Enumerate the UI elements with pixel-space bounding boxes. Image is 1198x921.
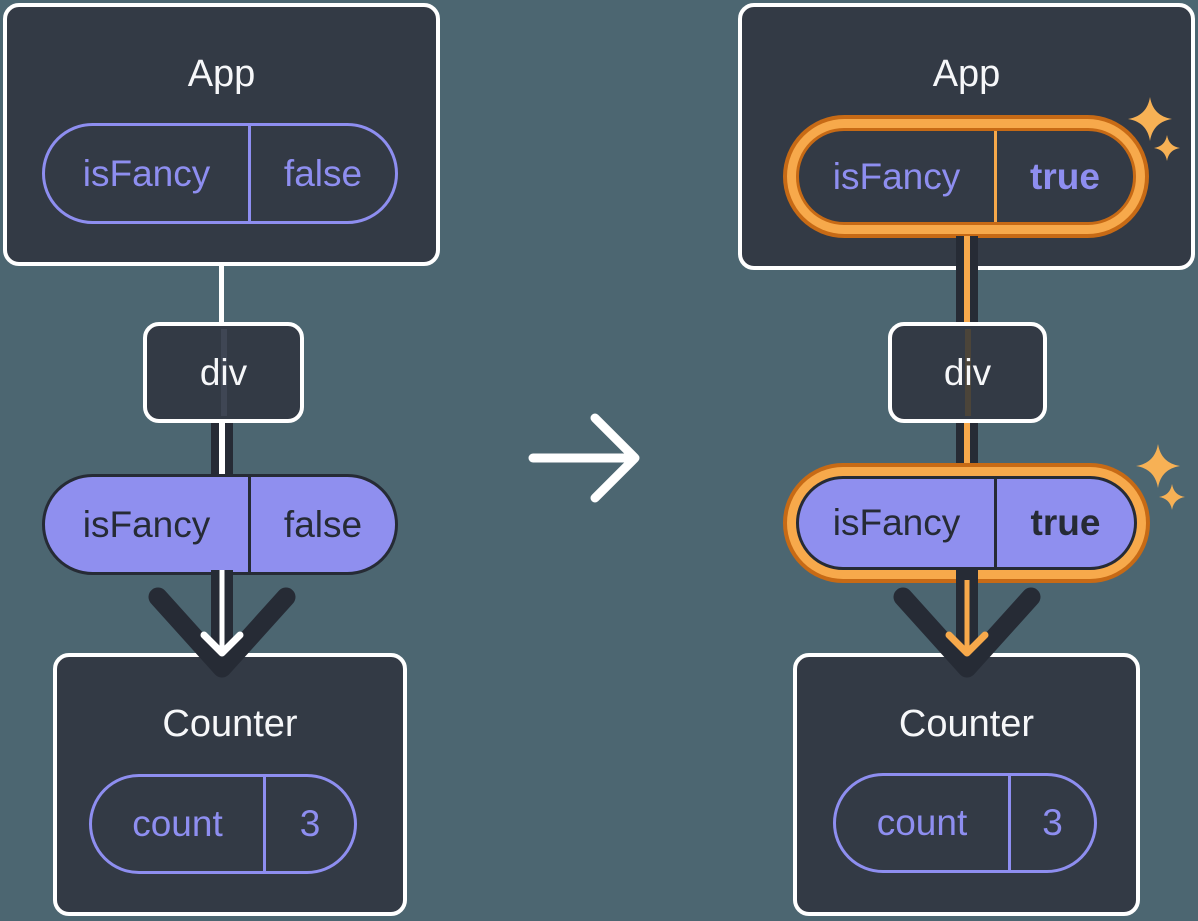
connector-through-line xyxy=(220,329,227,416)
right-app-to-div-connector xyxy=(956,236,978,326)
left-counter-title: Counter xyxy=(162,703,298,745)
left-app-title: App xyxy=(187,53,256,95)
right-app-state-pill-highlight: isFancy true xyxy=(783,115,1149,238)
left-counter-card: Counter count 3 xyxy=(53,653,407,916)
connector-core xyxy=(964,421,970,479)
sparkle-icon xyxy=(1159,484,1185,510)
left-app-card: App isFancy false xyxy=(3,3,440,266)
sparkle-icon xyxy=(1136,444,1180,488)
right-counter-card: Counter count 3 xyxy=(793,653,1140,916)
right-passed-prop-pill: isFancy true xyxy=(796,476,1137,570)
state-key: isFancy xyxy=(799,131,997,222)
prop-value: false xyxy=(283,503,363,545)
state-value: true xyxy=(1030,155,1100,197)
right-app-card: App isFancy true xyxy=(738,3,1195,270)
left-passed-prop-pill: isFancy false xyxy=(42,474,398,575)
state-value: false xyxy=(283,152,363,194)
state-value: 3 xyxy=(1042,802,1063,843)
sparkle-icon xyxy=(1128,97,1172,141)
arrow-right-icon xyxy=(528,413,640,503)
right-counter-state-pill: count 3 xyxy=(833,773,1097,873)
right-passed-prop-pill-highlight: isFancy true xyxy=(783,463,1150,583)
left-div-label: div xyxy=(199,351,248,393)
state-value: 3 xyxy=(299,803,321,844)
right-app-state-pill: isFancy true xyxy=(796,128,1136,225)
right-down-arrow-icon xyxy=(893,570,1041,678)
right-div-label: div xyxy=(943,351,992,393)
prop-key: isFancy xyxy=(45,477,251,572)
left-down-arrow-icon xyxy=(148,570,296,678)
connector-core xyxy=(219,421,225,477)
connector-core xyxy=(964,236,970,326)
left-app-to-div-connector xyxy=(219,264,224,324)
connector-through-line xyxy=(964,329,971,416)
prop-key: isFancy xyxy=(799,479,997,567)
prop-value: true xyxy=(1030,502,1101,543)
left-counter-state-pill: count 3 xyxy=(89,774,357,874)
left-div-to-prop-connector xyxy=(211,421,233,477)
state-key: count xyxy=(836,776,1011,870)
right-counter-title: Counter xyxy=(898,703,1035,745)
state-key: isFancy xyxy=(45,126,251,221)
left-app-state-pill: isFancy false xyxy=(42,123,398,224)
state-key: count xyxy=(92,777,266,871)
highlight-band: isFancy true xyxy=(787,467,1146,579)
sparkle-icon xyxy=(1154,135,1180,161)
right-app-title: App xyxy=(932,53,1001,95)
highlight-band: isFancy true xyxy=(787,119,1145,234)
left-div-node: div xyxy=(143,322,304,423)
right-div-node: div xyxy=(888,322,1047,423)
